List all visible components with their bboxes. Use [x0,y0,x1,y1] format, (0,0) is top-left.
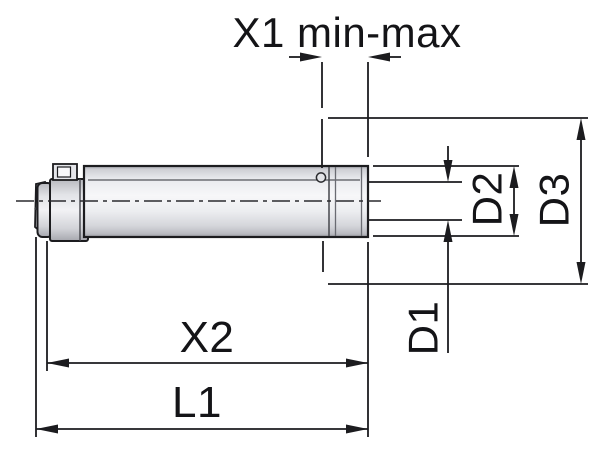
socket-body [49,178,89,242]
label-d2: D2 [464,172,511,227]
label-d1: D1 [400,301,447,356]
d1-arrow-upper [443,160,453,182]
d2-arrow-bottom [509,214,519,236]
dimension-d3: D3 [328,117,588,285]
label-x1: X1 min-max [232,9,461,56]
x1-arrow-left [300,52,322,62]
l1-arrow-right [346,424,368,434]
d3-arrow-bottom [576,262,586,284]
dimension-d1: D1 [369,146,462,355]
x1-arrow-right [368,52,390,62]
x2-arrow-right [346,358,368,368]
dimension-x2: X2 [46,241,369,437]
locking-hole [315,172,327,183]
label-x2: X2 [180,313,235,362]
label-d3: D3 [531,173,578,228]
d1-arrow-lower [443,220,453,242]
d3-arrow-top [576,118,586,140]
dimension-x1: X1 min-max [232,9,461,272]
x2-arrow-left [47,358,69,368]
d2-arrow-top [509,166,519,188]
dimension-d2: D2 [373,165,519,237]
l1-arrow-left [36,424,58,434]
pipe-part [34,163,370,242]
socket-latch-inner [56,166,72,178]
label-l1: L1 [172,378,222,427]
dimension-l1: L1 [35,237,368,437]
